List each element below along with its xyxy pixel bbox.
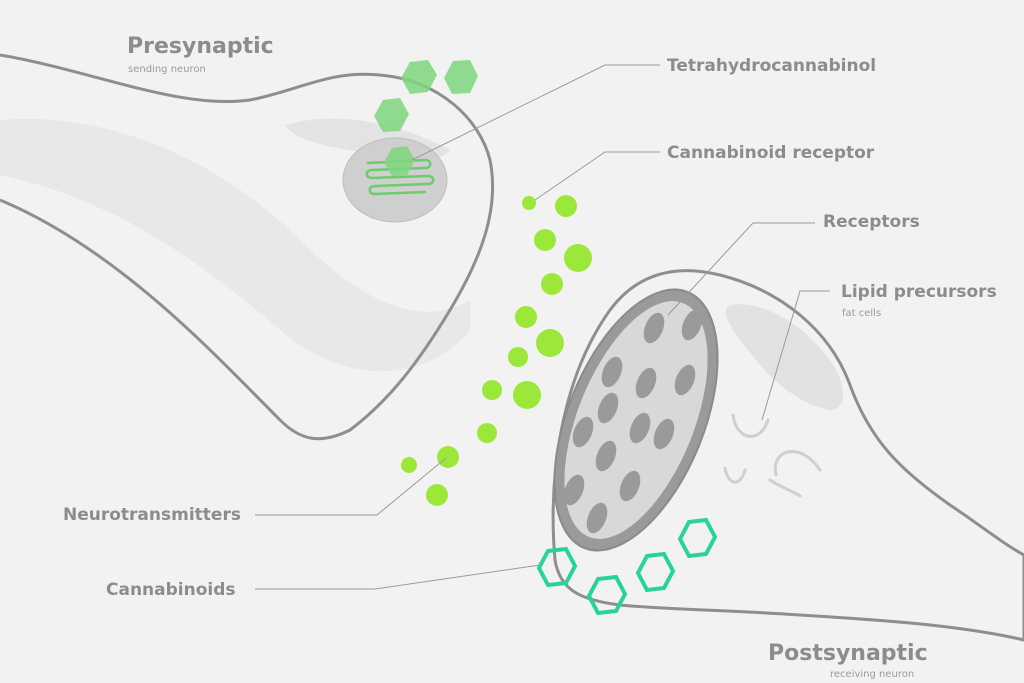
cannabinoid-molecule — [677, 517, 718, 559]
presynaptic-inner-shade — [0, 118, 470, 372]
cannabinoid-molecule — [536, 546, 578, 588]
neurotransmitter — [522, 196, 536, 210]
lipid-precursor-arcs — [723, 413, 822, 498]
cannabinoid-molecule — [586, 574, 628, 616]
thc-molecule-2 — [444, 60, 478, 94]
cannabinoids — [536, 517, 718, 616]
neurotransmitter — [541, 273, 563, 295]
neurotransmitter — [401, 457, 417, 473]
receptor-site — [572, 416, 594, 448]
receptor-site — [619, 470, 641, 502]
neurotransmitter — [477, 423, 497, 443]
lipid-arc — [723, 466, 747, 484]
receptor-site — [563, 474, 585, 506]
thc-molecule-3 — [374, 98, 409, 132]
leader-lipid — [761, 290, 830, 421]
neurotransmitter — [555, 195, 577, 217]
receptor-site — [629, 412, 651, 444]
receptor-site — [595, 440, 617, 472]
thc-molecule-bound — [384, 146, 415, 176]
cannabinoid-receptor-coil — [365, 158, 435, 196]
neurotransmitter — [426, 484, 448, 506]
receptor-site — [653, 418, 675, 450]
receptor-site — [601, 356, 623, 388]
receptor-site — [586, 502, 608, 534]
lipid-arc — [768, 478, 802, 498]
neurotransmitter — [515, 306, 537, 328]
receptors-label: Receptors — [823, 212, 920, 232]
thc-label: Tetrahydrocannabinol — [667, 56, 876, 76]
lipid-arc — [773, 450, 822, 477]
postsynaptic-title: Postsynaptic — [768, 641, 928, 666]
receptor-site — [681, 309, 703, 341]
leader-cannabinoid-receptor — [534, 151, 660, 201]
receptor-site — [674, 364, 696, 396]
lipid-arc — [731, 413, 770, 438]
presynaptic-neuron — [0, 53, 495, 441]
leader-cannabinoids — [255, 564, 541, 590]
receptor-site — [597, 392, 619, 424]
lipid-precursors-subtitle: fat cells — [842, 308, 881, 319]
leader-neurotransmitters — [255, 457, 447, 516]
neurotransmitters-label: Neurotransmitters — [63, 505, 241, 525]
neurotransmitter — [513, 381, 541, 409]
receptor-site — [635, 367, 657, 399]
postsynaptic-subtitle: receiving neuron — [830, 669, 914, 680]
neurotransmitters — [401, 195, 592, 506]
cannabinoid-molecule — [635, 551, 676, 593]
lipid-precursors-area — [725, 304, 844, 410]
receptor-site — [643, 312, 665, 344]
lipid-precursors-label: Lipid precursors — [841, 282, 997, 302]
leader-receptors — [667, 222, 815, 316]
neurotransmitter — [482, 380, 502, 400]
leader-thc — [411, 64, 660, 161]
neurotransmitter — [564, 244, 592, 272]
neurotransmitter — [534, 229, 556, 251]
neurotransmitter — [508, 347, 528, 367]
leader-lines — [255, 64, 830, 590]
thc-molecule-1 — [401, 60, 437, 94]
presynaptic-subtitle: sending neuron — [128, 64, 206, 75]
cannabinoids-label: Cannabinoids — [106, 580, 236, 600]
neurotransmitter — [536, 329, 564, 357]
cannabinoid-receptor-label: Cannabinoid receptor — [667, 143, 875, 163]
receptor-sites — [563, 309, 703, 534]
neurotransmitter — [437, 446, 459, 468]
presynaptic-title: Presynaptic — [127, 34, 274, 59]
